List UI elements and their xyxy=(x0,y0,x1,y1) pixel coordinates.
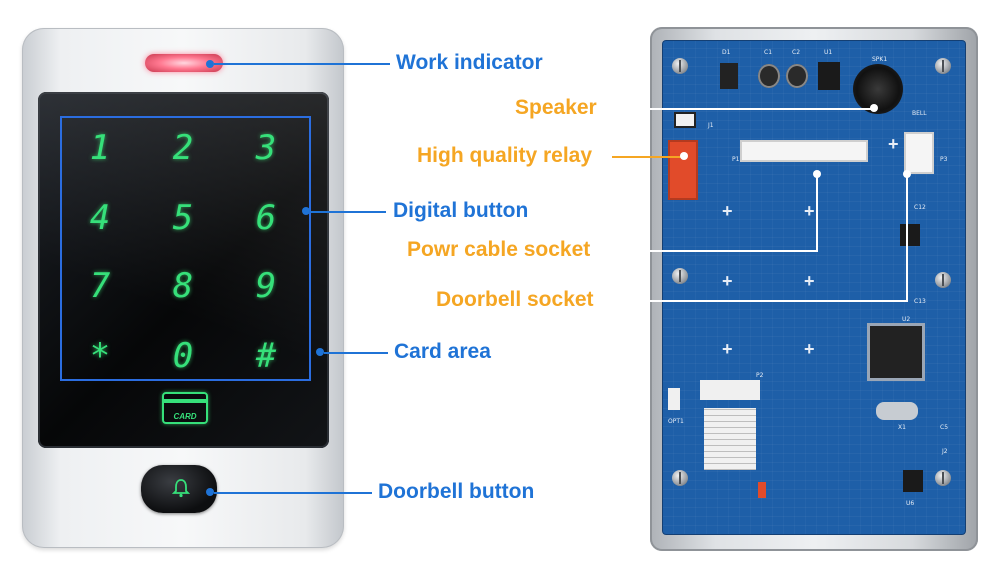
silk-p1: P1 xyxy=(732,156,740,163)
key-5[interactable]: 5 xyxy=(172,198,194,238)
callout-dot-power xyxy=(813,170,821,178)
power-cable-socket xyxy=(740,140,868,162)
key-9[interactable]: 9 xyxy=(255,266,277,306)
silk-c12: C12 xyxy=(914,204,926,211)
callout-line-power-v xyxy=(816,176,818,252)
key-2[interactable]: 2 xyxy=(172,128,194,168)
key-1[interactable]: 1 xyxy=(89,128,111,168)
silk-d1: D1 xyxy=(722,49,731,56)
ribbon-cable xyxy=(704,408,756,470)
silk-c2: C2 xyxy=(792,49,801,56)
plus-mark: + xyxy=(722,339,733,359)
callout-line-power-h xyxy=(612,250,818,252)
callout-dot-doorbell-button xyxy=(206,488,214,496)
silk-u1: U1 xyxy=(824,49,833,56)
silk-opt1: OPT1 xyxy=(668,418,684,425)
label-high-quality-relay: High quality relay xyxy=(417,144,593,167)
callout-dot-digital-button xyxy=(302,207,310,215)
callout-line-card-area xyxy=(324,352,388,354)
capacitor-c1 xyxy=(758,64,780,88)
silk-u6: U6 xyxy=(906,500,915,507)
key-7[interactable]: 7 xyxy=(89,266,111,306)
callout-line-doorbell-button xyxy=(214,492,372,494)
led-d2 xyxy=(758,482,766,498)
callout-line-relay xyxy=(612,156,684,158)
label-digital-button: Digital button xyxy=(393,199,529,222)
plus-mark: + xyxy=(804,339,815,359)
card-area-frame xyxy=(60,116,311,381)
silk-p2: P2 xyxy=(756,372,764,379)
connector-p2 xyxy=(700,380,760,400)
label-doorbell-button: Doorbell button xyxy=(378,480,535,503)
screw-top-right xyxy=(935,58,951,74)
label-power-cable-socket: Powr cable socket xyxy=(407,238,591,261)
plus-mark: + xyxy=(888,134,899,154)
key-4[interactable]: 4 xyxy=(89,198,111,238)
regulator-u1 xyxy=(818,62,840,90)
key-0[interactable]: 0 xyxy=(172,336,194,376)
callout-dot-relay xyxy=(680,152,688,160)
doorbell-button[interactable] xyxy=(141,465,217,513)
callout-line-speaker xyxy=(612,108,872,110)
jumper-j1 xyxy=(674,112,696,128)
callout-dot-card-area xyxy=(316,348,324,356)
doorbell-connector xyxy=(904,132,934,174)
callout-dot-work-indicator xyxy=(206,60,214,68)
card-icon-text: CARD xyxy=(173,412,197,421)
label-work-indicator: Work indicator xyxy=(396,51,543,74)
key-hash[interactable]: # xyxy=(255,336,277,376)
work-indicator-led xyxy=(145,54,223,72)
label-card-area: Card area xyxy=(394,340,491,363)
chip-u2 xyxy=(900,224,920,246)
silk-u2: U2 xyxy=(902,316,911,323)
screw-mid-left xyxy=(672,268,688,284)
chip-u6 xyxy=(903,470,923,492)
silk-c5: C5 xyxy=(940,424,949,431)
plus-mark: + xyxy=(804,271,815,291)
callout-line-doorbell-v xyxy=(906,176,908,302)
callout-line-work-indicator xyxy=(214,63,390,65)
callout-line-doorbell-h xyxy=(612,300,908,302)
label-doorbell-socket: Doorbell socket xyxy=(436,288,594,311)
plus-mark: + xyxy=(804,201,815,221)
plus-mark: + xyxy=(722,271,733,291)
bell-icon xyxy=(172,479,190,498)
mcu-chip xyxy=(870,326,922,378)
silk-p3: P3 xyxy=(940,156,948,163)
panel-gloss xyxy=(38,92,329,448)
screw-top-left xyxy=(672,58,688,74)
screw-mid-right xyxy=(935,272,951,288)
diode-d1 xyxy=(720,63,738,89)
key-8[interactable]: 8 xyxy=(172,266,194,306)
touch-panel xyxy=(38,92,329,448)
card-icon: CARD xyxy=(162,392,208,424)
key-star[interactable]: * xyxy=(89,336,111,376)
silk-c1: C1 xyxy=(764,49,773,56)
crystal-x1 xyxy=(876,402,918,420)
key-3[interactable]: 3 xyxy=(255,128,277,168)
capacitor-c2 xyxy=(786,64,808,88)
silk-j2: J2 xyxy=(942,448,948,455)
screw-bottom-left xyxy=(672,470,688,486)
label-speaker: Speaker xyxy=(515,96,597,119)
silk-x1: X1 xyxy=(898,424,906,431)
key-6[interactable]: 6 xyxy=(255,198,277,238)
screw-bottom-right xyxy=(935,470,951,486)
plus-mark: + xyxy=(722,201,733,221)
silk-j1: J1 xyxy=(708,122,714,129)
silk-c13: C13 xyxy=(914,298,926,305)
relay-icon xyxy=(668,140,698,200)
silk-spk1: SPK1 xyxy=(872,56,888,63)
silk-bell: BELL xyxy=(912,110,927,117)
opt1-jumper xyxy=(668,388,680,410)
callout-line-digital-button xyxy=(310,211,386,213)
callout-dot-speaker xyxy=(870,104,878,112)
callout-dot-doorbell-socket xyxy=(903,170,911,178)
speaker-icon xyxy=(853,64,903,114)
